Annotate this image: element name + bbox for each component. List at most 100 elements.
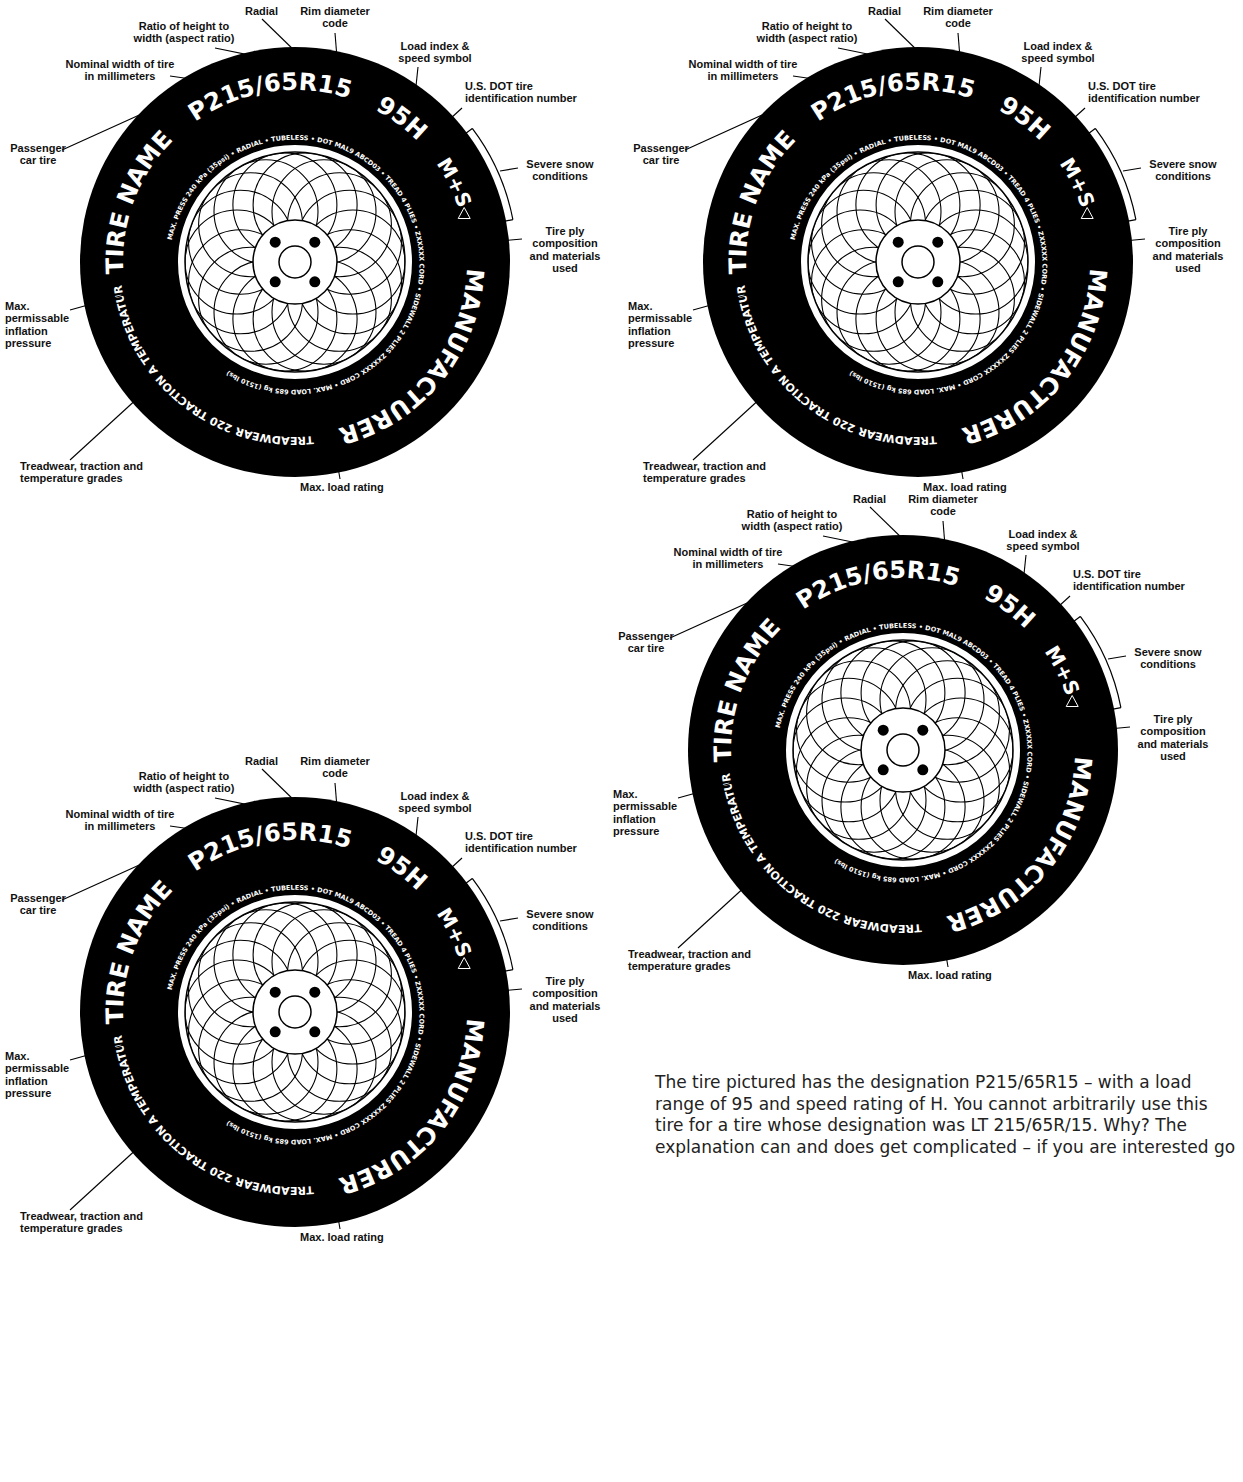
sidewall-text: M+S: [432, 903, 477, 960]
callout-label: Load index & speed symbol: [390, 40, 480, 65]
spoke-line: [797, 718, 901, 822]
wheel-rim: [800, 144, 1036, 380]
sidewall-marking: 95H: [372, 90, 433, 145]
sidewall-text-path: MAX. PRESS 240 kPa (35psi) • RADIAL • TU…: [166, 884, 426, 1146]
callout-label: Tire ply composition and materials used: [525, 225, 605, 274]
spoke-line: [812, 230, 916, 334]
callout-label: Max. permissable inflation pressure: [5, 300, 75, 349]
leader-line: [1015, 108, 1085, 172]
callout-label: Max. load rating: [923, 481, 1033, 493]
lug-hole: [878, 725, 889, 736]
sidewall-text-path: MANUFACTURER: [959, 267, 1112, 449]
sidewall-marking: MAX. PRESS 240 kPa (35psi) • RADIAL • TU…: [774, 622, 1034, 884]
callout-label: Radial: [245, 755, 290, 767]
sidewall-text-path: MANUFACTURER: [944, 755, 1097, 937]
sidewall-marking: TIRE NAME: [724, 125, 801, 275]
sidewall-text-path: TREADWEAR 220 TRACTION A TEMPERATURE A: [623, 0, 937, 447]
leader-line: [215, 48, 264, 58]
leader-line: [262, 19, 300, 56]
callout-label: Load index & speed symbol: [998, 528, 1088, 553]
leader-line: [70, 1146, 140, 1210]
leader-line: [500, 168, 518, 171]
leader-line: [426, 239, 522, 248]
wheel-rim-inner: [185, 902, 405, 1122]
lug-hole: [309, 237, 320, 248]
wheel-rim-inner: [808, 152, 1028, 372]
leader-line: [958, 33, 960, 58]
wheel-hub: [253, 970, 337, 1054]
spoke-line: [189, 980, 293, 1084]
sidewall-text-path: MAX. PRESS 240 kPa (35psi) • RADIAL • TU…: [166, 134, 426, 396]
spoke-line: [189, 190, 293, 294]
sidewall-text: MANUFACTURER: [944, 755, 1097, 937]
callout-label: Severe snow conditions: [1128, 646, 1208, 671]
spoke-line: [298, 230, 402, 334]
wheel-rim-inner: [185, 152, 405, 372]
bracket-tick: [1128, 220, 1136, 222]
sidewall-text: MAX. PRESS 240 kPa (35psi) • RADIAL • TU…: [166, 134, 426, 396]
leader-line: [793, 76, 821, 80]
bracket-tick: [466, 878, 472, 883]
callout-label: U.S. DOT tire identification number: [465, 80, 585, 105]
leader-line: [678, 884, 748, 948]
sidewall-text-path: MAX. PRESS 240 kPa (35psi) • RADIAL • TU…: [774, 622, 1034, 884]
sidewall-text: M+S: [432, 153, 477, 210]
leader-line: [823, 536, 872, 546]
snow-symbol: [458, 958, 470, 969]
caption-text: The tire pictured has the designation P2…: [655, 1072, 1240, 1158]
callout-label: Rim diameter code: [923, 5, 993, 30]
bracket-tick: [505, 970, 513, 972]
callout-label: Ratio of height to width (aspect ratio): [125, 770, 243, 795]
callout-label: Max. permissable inflation pressure: [628, 300, 698, 349]
callout-label: Tire ply composition and materials used: [1133, 713, 1213, 762]
tire-body: [80, 797, 510, 1227]
hub-center: [279, 996, 311, 1028]
spoke-lattice: [185, 153, 405, 371]
sidewall-marking: MANUFACTURER: [336, 267, 489, 449]
callout-label: Radial: [853, 493, 898, 505]
wheel-rim: [177, 144, 413, 380]
leader-line: [70, 283, 167, 310]
sidewall-text-path: MAX. PRESS 240 kPa (35psi) • RADIAL • TU…: [789, 134, 1049, 396]
tire-body: [80, 47, 510, 477]
callout-label: Treadwear, traction and temperature grad…: [628, 948, 758, 973]
leader-line: [870, 507, 908, 544]
callout-label: Nominal width of tire in millimeters: [673, 546, 783, 571]
spoke-line: [906, 678, 1010, 782]
callout-label: Treadwear, traction and temperature grad…: [20, 1210, 150, 1235]
callout-label: Nominal width of tire in millimeters: [65, 58, 175, 83]
sidewall-marking: MANUFACTURER: [336, 1017, 489, 1199]
leader-line: [678, 771, 775, 798]
sidewall-text-path: MANUFACTURER: [336, 267, 489, 449]
spoke-line: [906, 718, 1010, 822]
callout-label: Severe snow conditions: [520, 158, 600, 183]
leader-line: [262, 769, 300, 806]
tire-body: [688, 535, 1118, 965]
wheel-hub: [253, 220, 337, 304]
leader-line: [170, 826, 198, 830]
leader-line: [693, 283, 790, 310]
sidewall-text: TREADWEAR 220 TRACTION A TEMPERATURE A: [608, 488, 922, 935]
callout-label: Ratio of height to width (aspect ratio): [733, 508, 851, 533]
sidewall-marking: M+S: [1040, 641, 1085, 698]
leader-line: [325, 391, 340, 479]
leader-line: [948, 391, 963, 479]
sidewall-marking: TIRE NAME: [709, 613, 786, 763]
lug-hole: [309, 276, 320, 287]
sidewall-marking: TREADWEAR 220 TRACTION A TEMPERATURE A: [608, 488, 922, 935]
bracket: [1080, 616, 1121, 707]
sidewall-marking: TREADWEAR 220 TRACTION A TEMPERATURE A: [0, 750, 314, 1197]
bracket: [1095, 128, 1136, 219]
callout-label: Rim diameter code: [908, 493, 978, 518]
callout-label: Rim diameter code: [300, 5, 370, 30]
sidewall-marking: MANUFACTURER: [959, 267, 1112, 449]
sidewall-marking: MAX. PRESS 240 kPa (35psi) • RADIAL • TU…: [166, 134, 426, 396]
hub-center: [902, 246, 934, 278]
lug-hole: [270, 276, 281, 287]
callout-label: Treadwear, traction and temperature grad…: [643, 460, 773, 485]
spoke-lattice: [793, 641, 1013, 859]
callout-label: Nominal width of tire in millimeters: [65, 808, 175, 833]
sidewall-text-path: TREADWEAR 220 TRACTION A TEMPERATURE A: [0, 750, 314, 1197]
sidewall-marking: 95H: [372, 840, 433, 895]
bracket-tick: [1113, 708, 1121, 710]
